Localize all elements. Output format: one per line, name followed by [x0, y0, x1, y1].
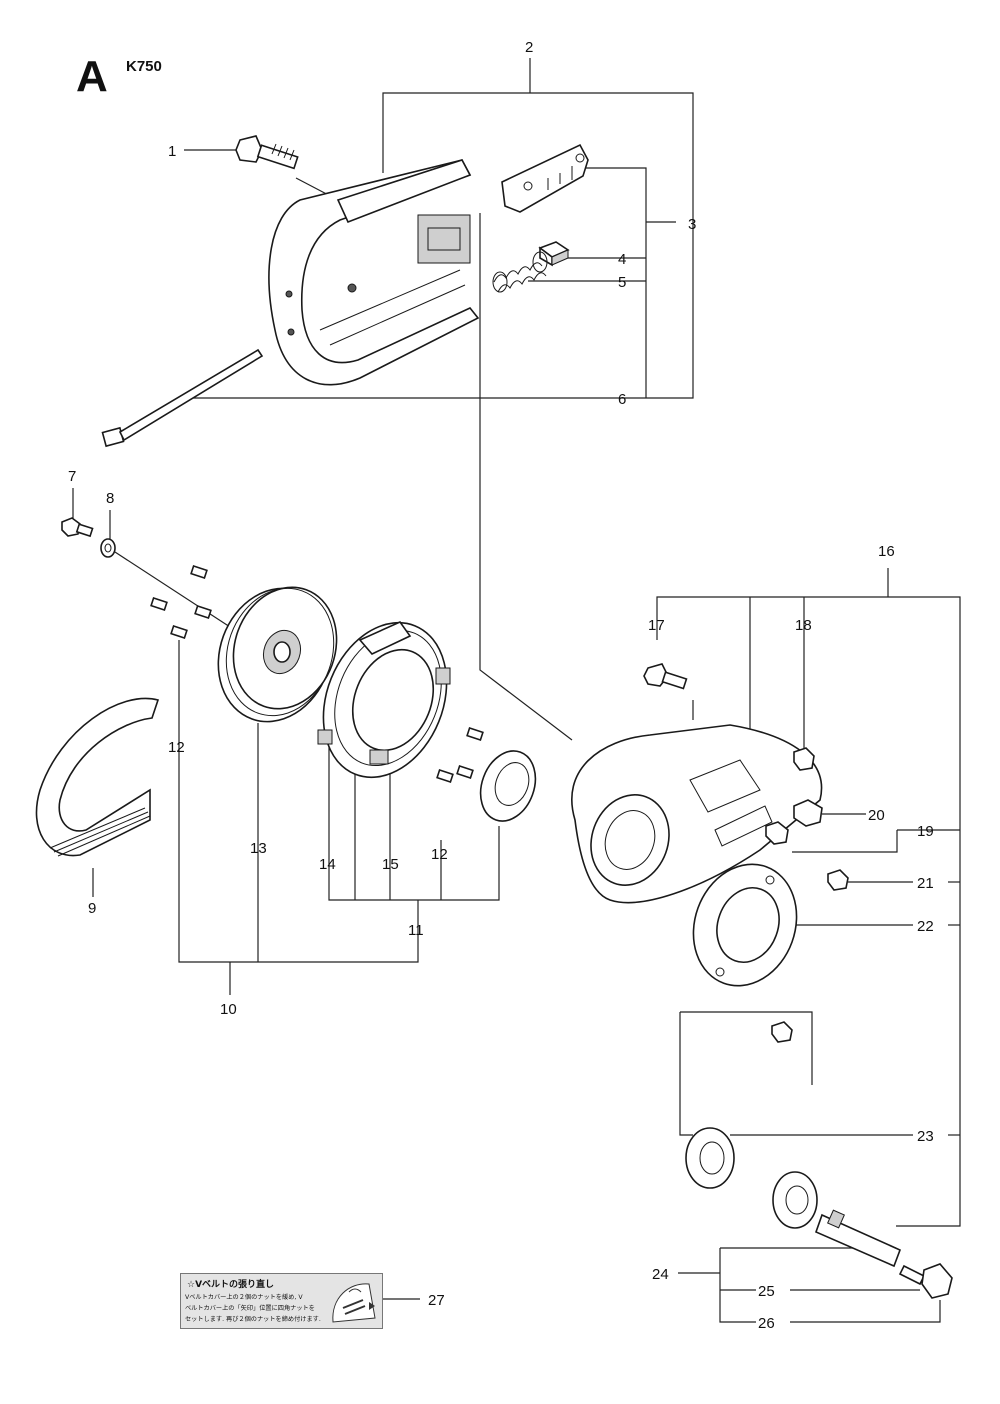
part-screw-21	[827, 869, 849, 891]
leader-lines	[72, 58, 961, 1323]
callout-15: 15	[382, 856, 399, 873]
callout-20: 20	[868, 807, 885, 824]
callout-10: 10	[220, 1001, 237, 1018]
part-bolt-7	[61, 517, 94, 538]
callout-labels: 1 2 3 4 5 6 7 8 9 10 11 12 12 13 14 15 1…	[68, 39, 934, 1332]
decal-text: Vベルトカバー上の２個のナットを緩め, V ベルトカバー上の「矢印」位置に四角ナ…	[185, 1294, 321, 1323]
callout-4: 4	[618, 251, 626, 268]
part-washer-8	[100, 538, 116, 558]
part-belt-guard-2	[268, 159, 480, 386]
instruction-decal-27: ☆Vベルトの張り直し Vベルトカバー上の２個のナットを緩め, V ベルトカバー上…	[180, 1273, 383, 1329]
part-shaft-24	[814, 1209, 902, 1268]
callout-2: 2	[525, 39, 533, 56]
part-clutch-assembly-14-15	[317, 621, 451, 779]
decal-title: ☆Vベルトの張り直し	[187, 1280, 275, 1290]
callout-14: 14	[319, 856, 336, 873]
part-screws-12	[150, 565, 484, 783]
callout-17: 17	[648, 617, 665, 634]
callout-9: 9	[88, 900, 96, 917]
callout-27: 27	[428, 1292, 445, 1309]
part-v-belt-9	[35, 697, 160, 857]
part-rear-cover-16	[571, 724, 823, 904]
part-bearing-cup	[479, 750, 537, 822]
callout-7: 7	[68, 468, 76, 485]
part-nuts-18-20	[765, 747, 823, 845]
callout-25: 25	[758, 1283, 775, 1300]
callout-3: 3	[688, 216, 696, 233]
callout-12b: 12	[431, 846, 448, 863]
callout-1: 1	[168, 143, 176, 160]
callout-21: 21	[917, 875, 934, 892]
callout-26: 26	[758, 1315, 775, 1332]
section-letter: A	[76, 52, 108, 101]
callout-23: 23	[917, 1128, 934, 1145]
part-bolt-25	[898, 1263, 953, 1299]
model-name: K750	[126, 58, 162, 75]
part-bearing-23	[685, 1127, 818, 1229]
callout-16: 16	[878, 543, 895, 560]
callout-18: 18	[795, 617, 812, 634]
part-bolt-1	[235, 135, 299, 170]
callout-24: 24	[652, 1266, 669, 1283]
decal-illustration-icon	[332, 1283, 376, 1323]
part-tension-plate-3	[501, 143, 589, 213]
callout-12a: 12	[168, 739, 185, 756]
callout-5: 5	[618, 274, 626, 291]
part-pulley-13	[217, 586, 338, 723]
part-screw-22b	[771, 1021, 793, 1043]
part-bolt-17	[643, 663, 688, 690]
callout-11: 11	[408, 922, 424, 939]
callout-22: 22	[917, 918, 934, 935]
callout-8: 8	[106, 490, 114, 507]
callout-13: 13	[250, 840, 267, 857]
part-ring-plate-22	[692, 863, 798, 987]
callout-19: 19	[917, 823, 934, 840]
part-spring-5	[492, 251, 548, 293]
part-long-screw-6	[101, 348, 264, 448]
callout-6: 6	[618, 391, 626, 408]
